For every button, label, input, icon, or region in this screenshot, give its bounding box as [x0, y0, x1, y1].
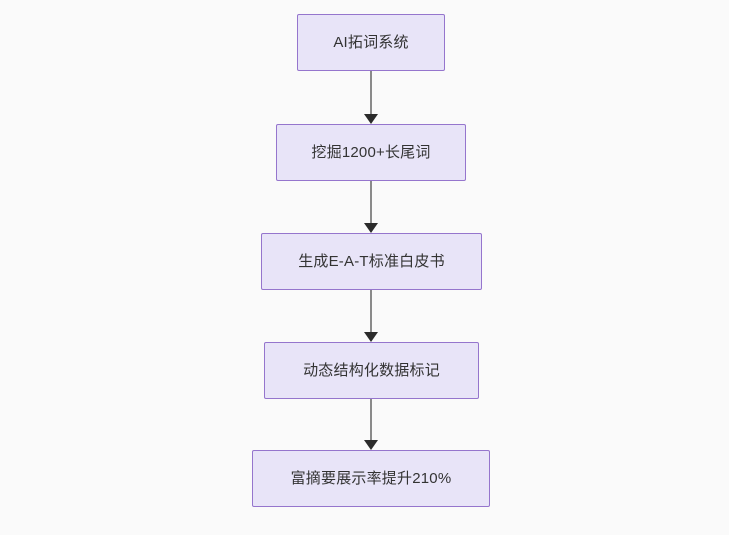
flowchart-node-ai-keyword-system[interactable]: AI拓词系统 — [297, 14, 445, 71]
node-label: 生成E-A-T标准白皮书 — [298, 253, 445, 270]
edge-n3-n4 — [364, 289, 378, 342]
node-label: 挖掘1200+长尾词 — [311, 144, 431, 161]
flowchart-node-rich-snippet-impression-lift[interactable]: 富摘要展示率提升210% — [252, 450, 490, 507]
edge-n1-n2 — [364, 71, 378, 124]
node-label: AI拓词系统 — [333, 34, 409, 51]
flowchart-node-dynamic-structured-data-markup[interactable]: 动态结构化数据标记 — [264, 342, 479, 399]
flowchart-node-mine-longtail-keywords[interactable]: 挖掘1200+长尾词 — [276, 124, 466, 181]
edge-n2-n3 — [364, 181, 378, 233]
flowchart-node-generate-eat-whitepaper[interactable]: 生成E-A-T标准白皮书 — [261, 233, 482, 290]
node-label: 动态结构化数据标记 — [303, 362, 440, 379]
edge-n4-n5 — [364, 398, 378, 450]
node-label: 富摘要展示率提升210% — [290, 470, 452, 487]
